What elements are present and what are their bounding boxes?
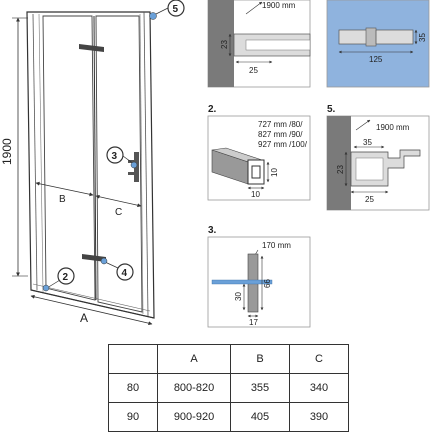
- callout-5-label: 5: [173, 4, 179, 15]
- panel-c-label: C: [115, 207, 122, 218]
- dim-width-label: 25: [249, 66, 258, 75]
- detail-5: 5. 1900 mm 35 23 25: [326, 104, 430, 211]
- height-label: 1900: [0, 138, 14, 165]
- callout-4: [116, 263, 134, 281]
- callout-3-label: 3: [112, 151, 118, 162]
- detail-5-number: 5.: [327, 104, 336, 115]
- detail-2-number: 2.: [208, 104, 217, 115]
- detail-top-left: 23 25 1900 mm: [207, 0, 311, 88]
- shower-door-elevation: 1900 B C A: [0, 0, 185, 326]
- dimension-b-line: [35, 181, 94, 197]
- table-header-cell: [108, 344, 158, 374]
- dimension-c-line: [95, 194, 142, 208]
- callout-5: [167, 0, 185, 17]
- lower-hinge: [82, 254, 106, 262]
- detail-top-right: 35 125: [326, 0, 430, 88]
- table-row: 80 800-820 355 340: [108, 373, 349, 403]
- table-cell: 800-820: [157, 373, 231, 403]
- dim-top-label: 35: [363, 138, 372, 147]
- table-header-cell: A: [157, 344, 231, 374]
- callout-3: [106, 146, 124, 164]
- detail-3: 3. 170 mm 66 30 17: [207, 225, 311, 328]
- dim-height-label: 66: [263, 279, 272, 288]
- table-cell: 900-920: [157, 402, 231, 432]
- detail-2-line-1: 727 mm /80/: [258, 120, 303, 129]
- table-cell: 90: [108, 402, 158, 432]
- table-cell: 355: [230, 373, 290, 403]
- table-header-row: A B C: [108, 344, 349, 374]
- table-cell: 390: [289, 402, 349, 432]
- top-height-label: 1900 mm: [262, 1, 296, 10]
- table-cell: 405: [230, 402, 290, 432]
- dim-width-label: 10: [251, 190, 260, 199]
- callout-4-label: 4: [122, 268, 128, 279]
- dim-bottom-label: 17: [249, 318, 258, 327]
- glass-line: [211, 279, 273, 285]
- dim-side-label: 23: [336, 165, 345, 174]
- dim-height-label: 10: [270, 168, 279, 177]
- detail-2-line-3: 927 mm /100/: [258, 140, 308, 149]
- width-a-label: A: [80, 311, 88, 325]
- table-header-cell: B: [230, 344, 290, 374]
- wall-section: [327, 116, 351, 210]
- detail-5-height-label: 1900 mm: [376, 123, 410, 132]
- upper-hinge: [79, 44, 104, 52]
- callout-2: [57, 267, 75, 285]
- detail-3-number: 3.: [208, 225, 217, 236]
- table-cell: 340: [289, 373, 349, 403]
- panel-b-label: B: [59, 194, 66, 205]
- detail-2-line-2: 827 mm /90/: [258, 130, 303, 139]
- detail-3-height-label: 170 mm: [262, 241, 291, 250]
- dim-bottom-label: 25: [365, 195, 374, 204]
- table-cell: 80: [108, 373, 158, 403]
- dim-small-label: 30: [234, 292, 243, 301]
- table-row: 90 900-920 405 390: [108, 402, 349, 432]
- table-header-cell: C: [289, 344, 349, 374]
- dim-width-label: 125: [369, 55, 383, 64]
- detail-2: 2. 727 mm /80/ 827 mm /90/ 927 mm /100/ …: [207, 104, 311, 201]
- dimension-table: A B C 80 800-820 355 340 90 900-920 405 …: [108, 344, 349, 432]
- dimension-a-line: [30, 294, 153, 326]
- dim-height-label: 35: [418, 33, 427, 42]
- dim-height-label: 23: [220, 40, 229, 49]
- callout-2-label: 2: [63, 272, 69, 283]
